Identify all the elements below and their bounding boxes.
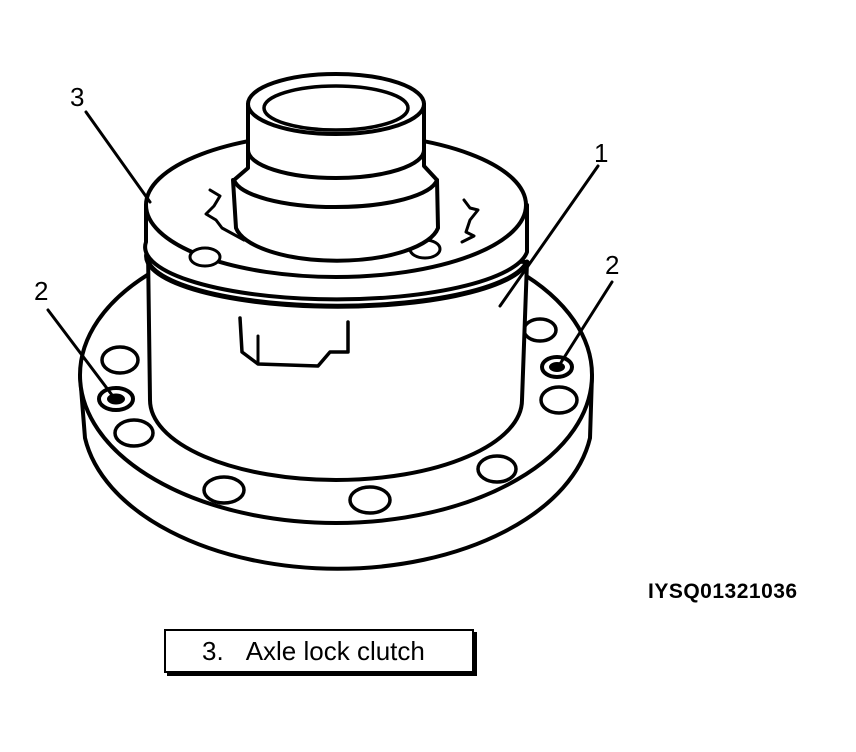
flange-hole [348,485,392,515]
housing [144,247,530,482]
flange-hole [202,475,246,505]
plate-hole [188,246,222,268]
caption-number: 3. [202,635,224,666]
figure-part-code: IYSQ01321036 [648,580,798,603]
caption-box: 3. Axle lock clutch [164,629,474,673]
flange-hole [476,454,518,484]
bolt-right [540,355,574,379]
leader-line-2-left [46,308,114,397]
callout-3: 3 [70,82,84,112]
leader-line-3 [84,110,152,204]
callout-1: 1 [594,138,608,168]
callout-2-left: 2 [34,276,48,306]
flange-hole [522,317,558,343]
flange-hole [539,385,579,415]
flange-hole [100,345,140,375]
leader-line-1 [498,164,600,308]
flange-holes [100,317,579,515]
caption-text: Axle lock clutch [245,635,425,666]
leader-lines [46,110,614,397]
bolt-left [97,386,135,412]
leader-line-2-right [558,280,614,366]
hub-neck [231,72,440,263]
callout-2-right: 2 [605,250,619,280]
flange-hole [113,418,155,448]
